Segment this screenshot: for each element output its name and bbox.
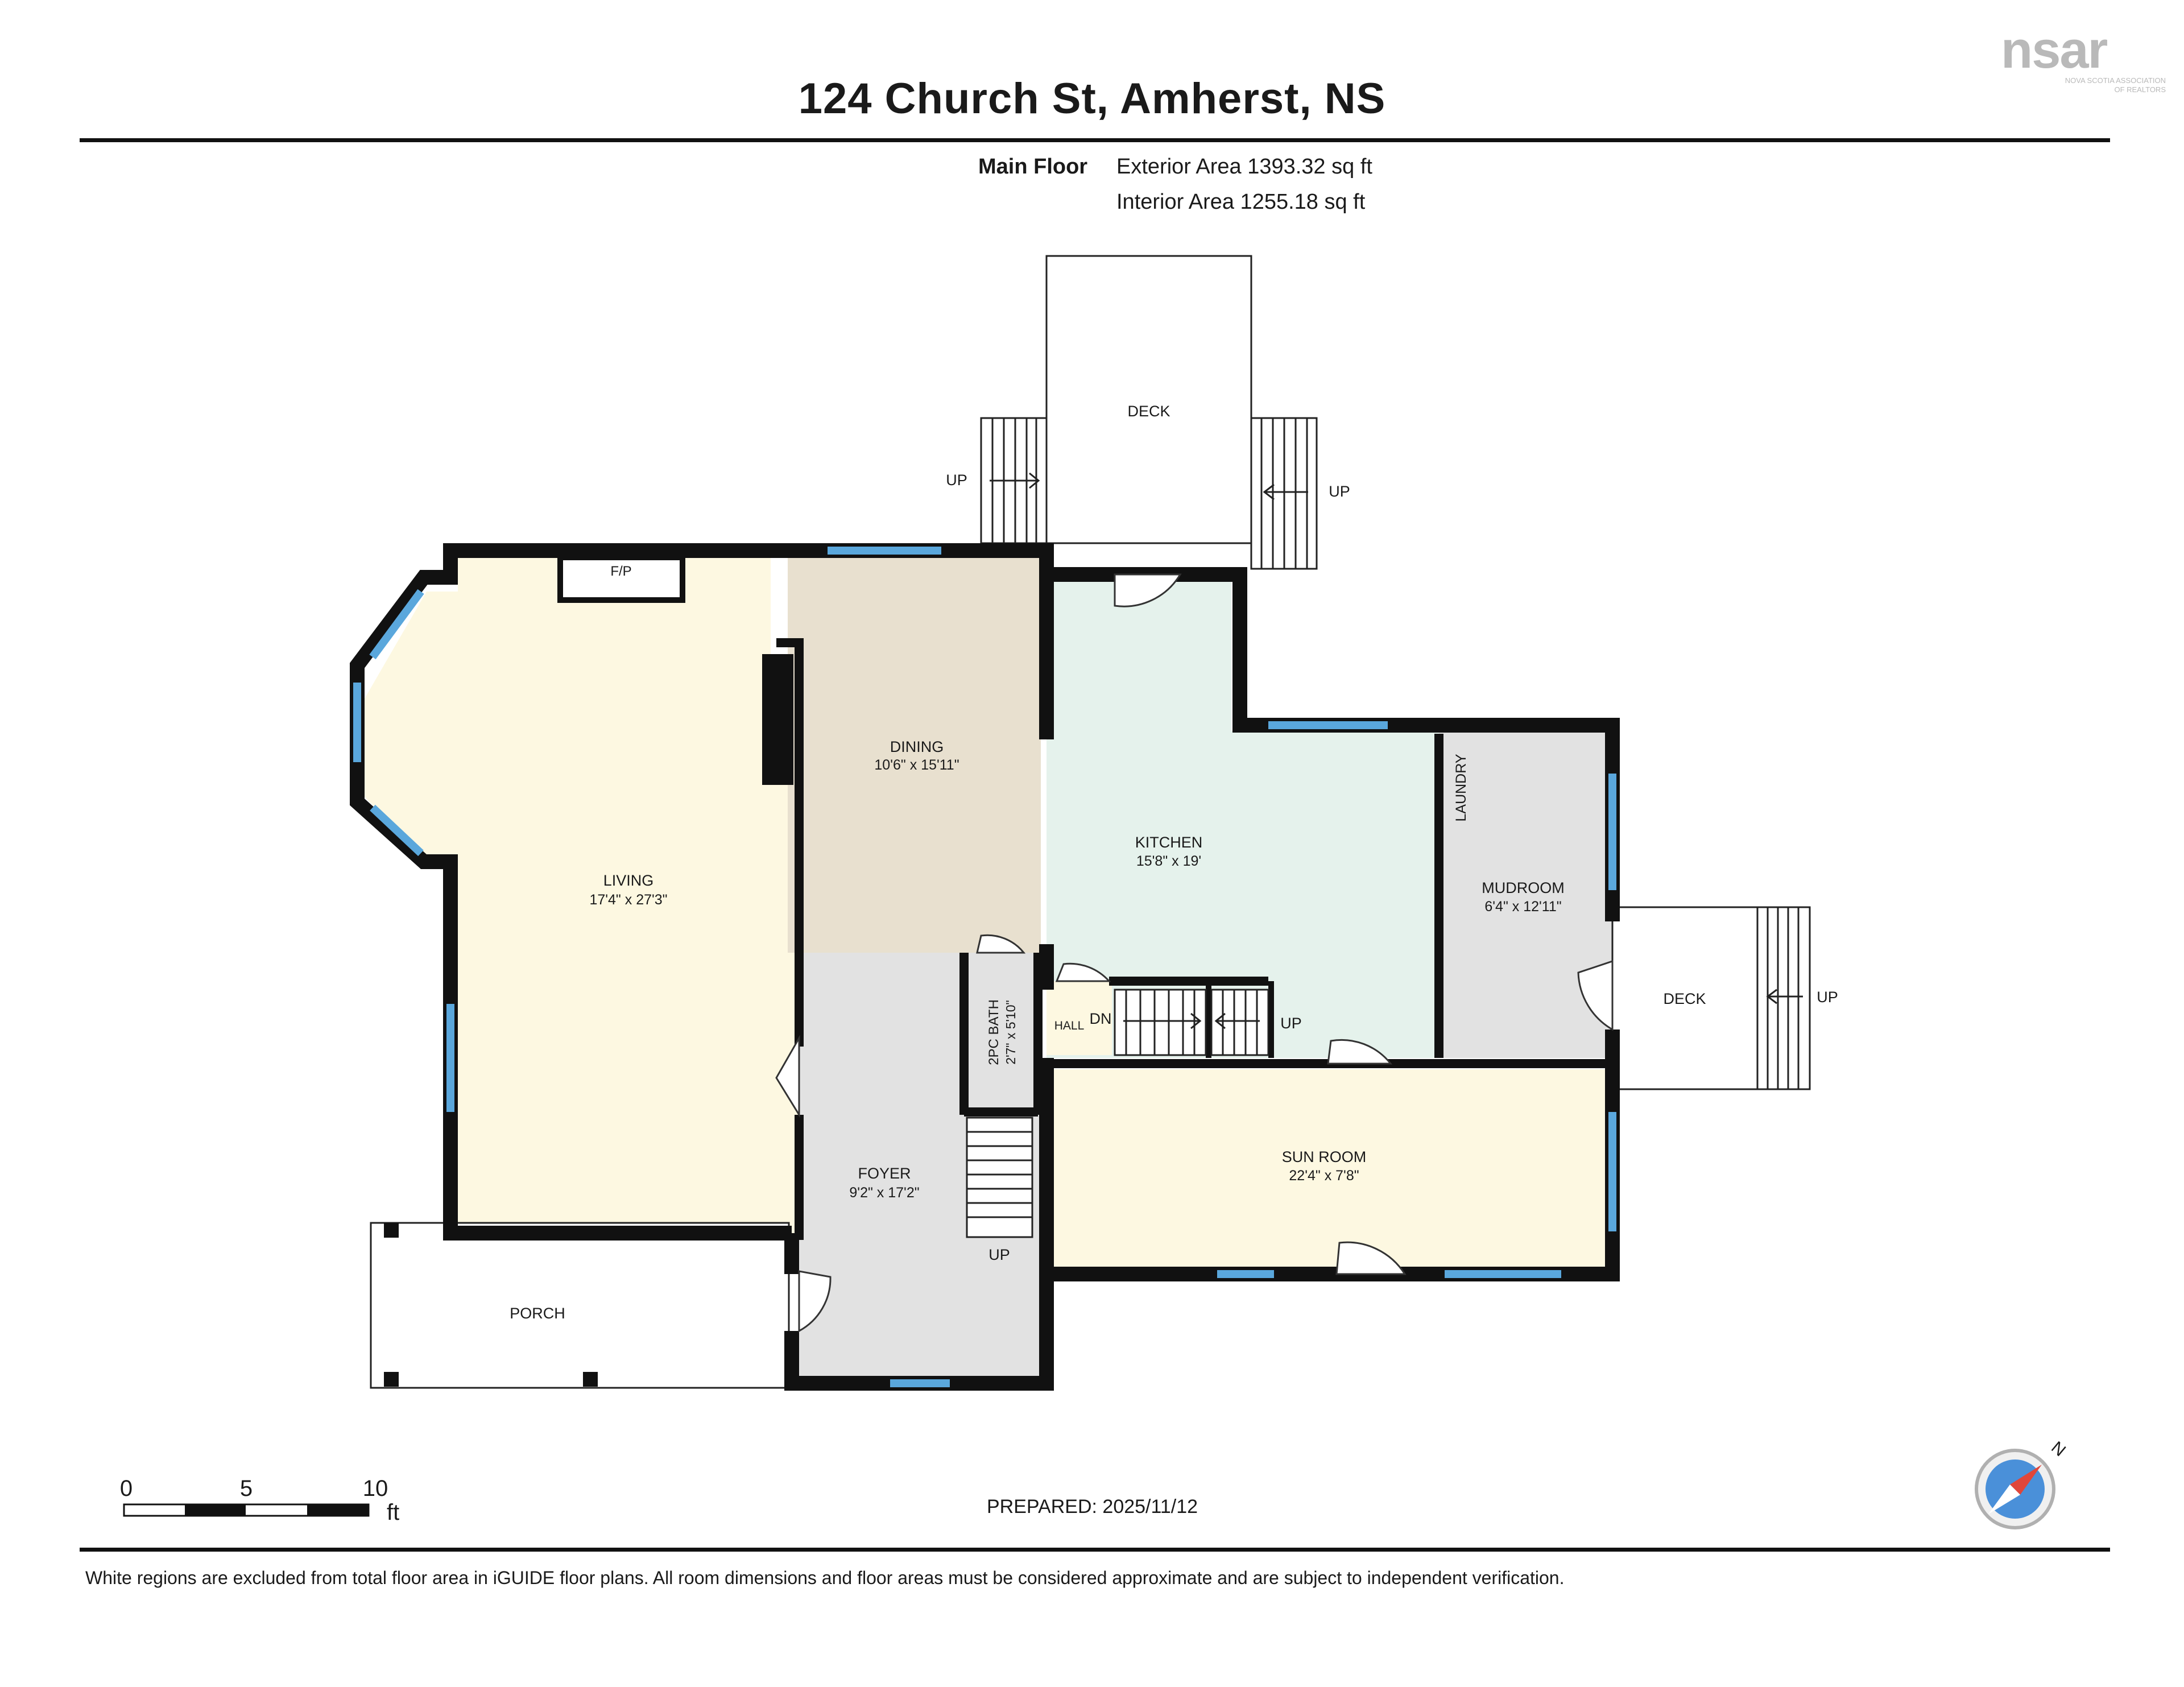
window bbox=[370, 804, 424, 857]
deck-east-up-label: UP bbox=[1817, 989, 1838, 1006]
kitchen-name: KITCHEN bbox=[1135, 834, 1203, 851]
logo-tagline-1: NOVA SCOTIA ASSOCIATION bbox=[2065, 76, 2166, 85]
east-wall-south bbox=[784, 1029, 1620, 1391]
door bbox=[1327, 1039, 1393, 1065]
window bbox=[369, 589, 424, 660]
compass-north-label: N bbox=[2048, 1438, 2069, 1460]
logo-tagline-2: OF REALTORS bbox=[2114, 85, 2166, 94]
mudroom-fill bbox=[1439, 731, 1612, 1058]
hall-dn-label: DN bbox=[1090, 1010, 1112, 1027]
dining-room-fill bbox=[788, 555, 1041, 953]
prepared-date: PREPARED: 2025/11/12 bbox=[987, 1496, 1198, 1518]
porch-name: PORCH bbox=[510, 1305, 565, 1322]
scale-unit: ft bbox=[387, 1500, 399, 1525]
disclaimer: White regions are excluded from total fl… bbox=[85, 1568, 1565, 1588]
porch-post bbox=[384, 1223, 399, 1238]
door bbox=[976, 934, 1026, 954]
windows bbox=[353, 547, 1616, 1387]
dining-name: DINING bbox=[890, 738, 944, 755]
hall-up-label: UP bbox=[1280, 1015, 1302, 1032]
deck-right bbox=[1611, 906, 1759, 1090]
compass-icon bbox=[1975, 1449, 2055, 1529]
bath-dims: 2'7" x 5'10" bbox=[1003, 1000, 1018, 1064]
living-room-fill bbox=[364, 557, 799, 1234]
bath-name: 2PC BATH bbox=[986, 999, 1002, 1065]
laundry-name: LAUNDRY bbox=[1453, 754, 1469, 821]
living-dining-wall bbox=[776, 638, 804, 1047]
logo-text: nsar bbox=[2001, 21, 2108, 79]
deck-right-up-label: UP bbox=[1329, 483, 1350, 500]
scale-label-10: 10 bbox=[363, 1476, 388, 1501]
foyer-dims: 9'2" x 17'2" bbox=[849, 1185, 919, 1201]
hall-name: HALL bbox=[1054, 1019, 1085, 1032]
deck-right-stairs bbox=[1756, 906, 1811, 1090]
chimney bbox=[762, 654, 793, 785]
deck-top-stairs-right bbox=[1250, 417, 1318, 570]
header-divider bbox=[80, 138, 2110, 142]
fireplace bbox=[557, 555, 685, 603]
living-dims: 17'4" x 27'3" bbox=[589, 892, 667, 908]
foyer-stairs-up bbox=[966, 1117, 1033, 1238]
living-name: LIVING bbox=[603, 872, 654, 889]
foyer-up-label: UP bbox=[988, 1246, 1010, 1263]
door bbox=[775, 1035, 800, 1118]
interior-area: Interior Area 1255.18 sq ft bbox=[1116, 190, 1366, 214]
hall-stairs-up bbox=[1210, 989, 1269, 1056]
deck-top-stairs-left bbox=[980, 417, 1048, 544]
porch bbox=[370, 1222, 790, 1389]
door bbox=[1114, 573, 1182, 607]
scale-label-0: 0 bbox=[120, 1476, 133, 1501]
deck-right-name: DECK bbox=[1663, 990, 1706, 1007]
foyer-name: FOYER bbox=[858, 1165, 911, 1182]
footer-divider bbox=[80, 1548, 2110, 1552]
porch-post bbox=[384, 1372, 399, 1387]
nsar-logo: nsar NOVA SCOTIA ASSOCIATION OF REALTORS bbox=[2001, 24, 2166, 98]
mudroom-name: MUDROOM bbox=[1482, 879, 1564, 896]
doors bbox=[775, 573, 1614, 1333]
kitchen-fill bbox=[1046, 580, 1439, 1058]
sunroom-dims: 22'4" x 7'8" bbox=[1289, 1168, 1359, 1184]
porch-post bbox=[583, 1372, 598, 1387]
deck-top bbox=[1045, 255, 1252, 544]
scale-label-5: 5 bbox=[240, 1476, 253, 1501]
dining-dims: 10'6" x 15'11" bbox=[874, 757, 959, 773]
door bbox=[1577, 960, 1614, 1031]
exterior-area: Exterior Area 1393.32 sq ft bbox=[1116, 155, 1372, 179]
hall-stairs-down bbox=[1114, 989, 1207, 1056]
door bbox=[1335, 1241, 1407, 1275]
kitchen-dims: 15'8" x 19' bbox=[1136, 853, 1201, 869]
fireplace-name: F/P bbox=[610, 564, 631, 579]
floor-label: Main Floor bbox=[978, 155, 1088, 179]
sunroom-fill bbox=[1046, 1069, 1612, 1268]
sunroom-name: SUN ROOM bbox=[1282, 1148, 1367, 1165]
hall-fill bbox=[1046, 981, 1112, 1055]
door bbox=[798, 1270, 832, 1333]
scale-bar bbox=[123, 1503, 370, 1517]
mudroom-dims: 6'4" x 12'11" bbox=[1484, 899, 1561, 915]
deck-left-up-label: UP bbox=[946, 472, 967, 489]
page-title: 124 Church St, Amherst, NS bbox=[798, 75, 1386, 123]
door bbox=[1055, 962, 1111, 982]
deck-top-name: DECK bbox=[1127, 403, 1170, 420]
